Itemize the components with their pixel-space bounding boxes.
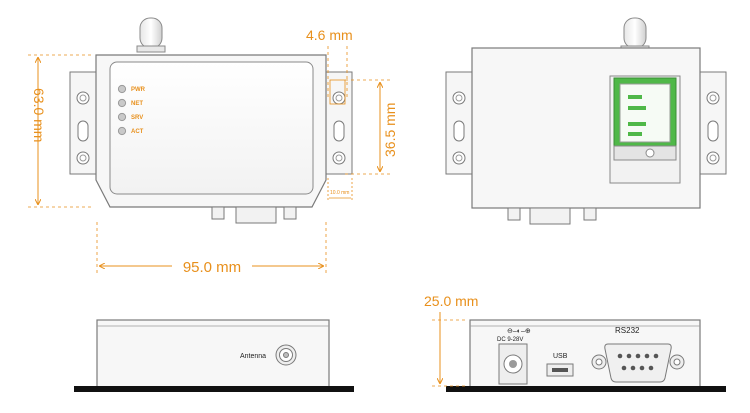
dimension-height: 63.0 mm — [28, 54, 94, 208]
dimension-depth: 25.0 mm — [424, 293, 478, 387]
dimension-label-lug-width: 4.6 mm — [306, 27, 353, 43]
antenna-icon — [139, 17, 163, 49]
rs232-port: RS232 — [591, 326, 685, 383]
usb-port: USB — [546, 353, 574, 377]
led-label-net: NET — [131, 101, 143, 107]
led-label-srv: SRV — [131, 115, 143, 121]
antenna-side-view: Antenna — [74, 319, 354, 392]
dc-port-label: DC 9-28V — [497, 337, 523, 343]
front-panel — [109, 61, 314, 195]
front-view: PWR NET SRV ACT 63.0 mm 95.0 mm 4.6 mm — [28, 17, 398, 276]
dimension-lug-offset: 10.0 mm — [327, 178, 353, 200]
lug-hole-icon — [332, 151, 346, 165]
back-view — [445, 17, 727, 225]
led-icon — [117, 84, 127, 94]
dc-power-jack: ⊖–◐–⊕ DC 9-28V — [497, 328, 531, 385]
sim-card-holder — [609, 75, 681, 184]
antenna-base — [136, 45, 166, 53]
dimension-lug-width: 4.6 mm — [306, 27, 353, 105]
led-label-pwr: PWR — [131, 87, 146, 93]
antenna-port-label: Antenna — [240, 353, 266, 360]
usb-port-label: USB — [553, 353, 568, 360]
dimension-hole-spacing: 36.5 mm — [345, 79, 398, 175]
led-indicators: PWR NET SRV ACT — [117, 84, 146, 136]
led-icon — [117, 112, 127, 122]
db9-connector-icon — [604, 343, 672, 383]
dimension-width: 95.0 mm — [96, 222, 327, 276]
lug-hole-icon — [332, 91, 346, 105]
dc-polarity-icon: ⊖–◐–⊕ — [507, 328, 531, 335]
rs232-port-label: RS232 — [615, 326, 640, 335]
lug-hole-icon — [76, 91, 90, 105]
antenna-connector-icon — [275, 344, 297, 366]
led-label-act: ACT — [131, 129, 144, 135]
led-icon — [117, 98, 127, 108]
lug-hole-icon — [76, 151, 90, 165]
mounting-plate — [446, 386, 726, 392]
keyhole-slot-icon — [333, 120, 345, 142]
antenna-icon — [623, 17, 647, 49]
dimension-label-width: 95.0 mm — [183, 259, 241, 276]
dimension-label-height: 63.0 mm — [31, 88, 47, 142]
bottom-connector — [529, 207, 571, 225]
dimension-label-lug-offset: 10.0 mm — [330, 190, 349, 196]
ports-side-view: 25.0 mm ⊖–◐–⊕ DC 9-28V USB RS232 — [424, 293, 726, 392]
led-icon — [117, 126, 127, 136]
dimension-label-depth: 25.0 mm — [424, 293, 478, 309]
dimension-label-hole-spacing: 36.5 mm — [382, 103, 398, 157]
keyhole-slot-icon — [77, 120, 89, 142]
bottom-connector — [235, 206, 277, 224]
mounting-plate — [74, 386, 354, 392]
